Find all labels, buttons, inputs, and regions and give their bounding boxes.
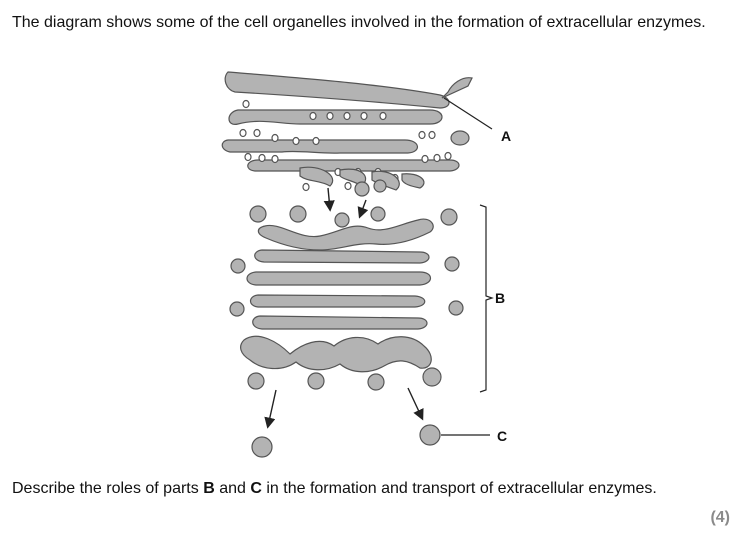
question-part3: in the formation and transport of extrac… <box>261 480 657 497</box>
organelle-diagram: A B C <box>221 71 511 458</box>
label-lines <box>441 97 494 436</box>
label-c: C <box>497 428 507 444</box>
transport-vesicles <box>229 166 464 458</box>
arrows <box>264 187 424 429</box>
question-text: Describe the roles of parts B and C in t… <box>12 479 657 499</box>
label-a: A <box>501 128 511 144</box>
question-part2: and <box>214 480 251 497</box>
label-b: B <box>495 290 505 306</box>
intro-text: The diagram shows some of the cell organ… <box>12 14 706 31</box>
golgi-body <box>240 218 434 373</box>
question-bold-c: C <box>250 480 262 497</box>
question-part1: Describe the roles of parts <box>12 480 204 497</box>
marks-indicator: (4) <box>710 509 730 526</box>
question-bold-b: B <box>203 480 215 497</box>
